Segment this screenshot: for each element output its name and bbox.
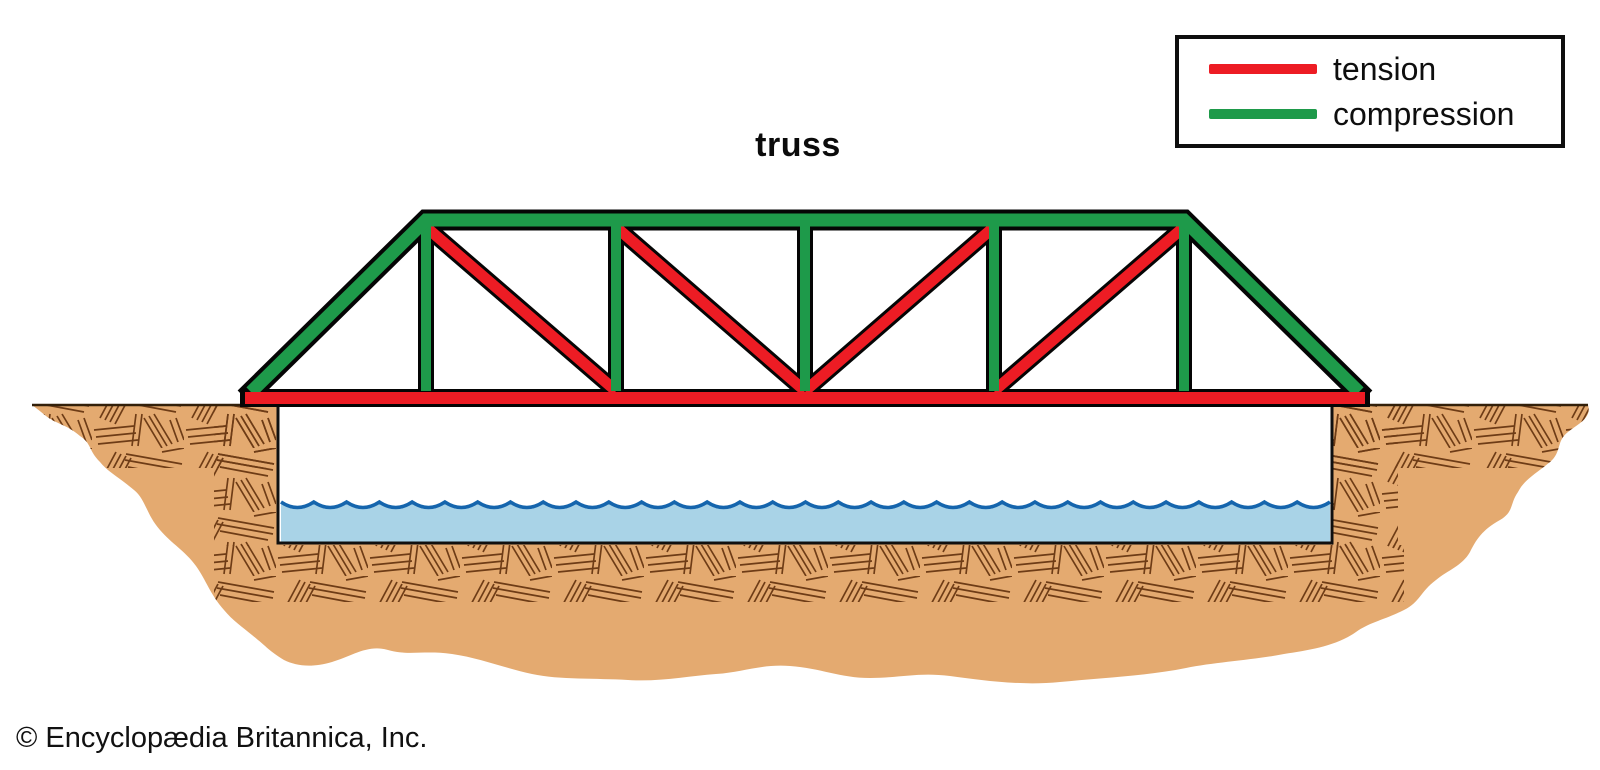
tension-swatch xyxy=(1209,63,1317,74)
diagonal-tension-members xyxy=(422,222,1188,396)
ground-hatching xyxy=(32,406,1589,602)
diagram-title: truss xyxy=(755,126,841,164)
water-surface-line xyxy=(280,499,1331,510)
truss-members xyxy=(245,213,1365,404)
river-channel-outline xyxy=(276,405,1334,545)
copyright-text: © Encyclopædia Britannica, Inc. xyxy=(16,722,428,754)
legend-row-compression: compression xyxy=(1179,98,1561,130)
compression-swatch xyxy=(1209,109,1317,120)
legend: tension compression xyxy=(1175,35,1565,148)
legend-label-compression: compression xyxy=(1333,96,1515,133)
legend-row-tension: tension xyxy=(1179,53,1561,85)
legend-label-tension: tension xyxy=(1333,50,1437,87)
vertical-compression-members xyxy=(421,224,1189,391)
river-water xyxy=(281,502,1330,542)
top-chord-and-end-posts xyxy=(246,213,1364,397)
